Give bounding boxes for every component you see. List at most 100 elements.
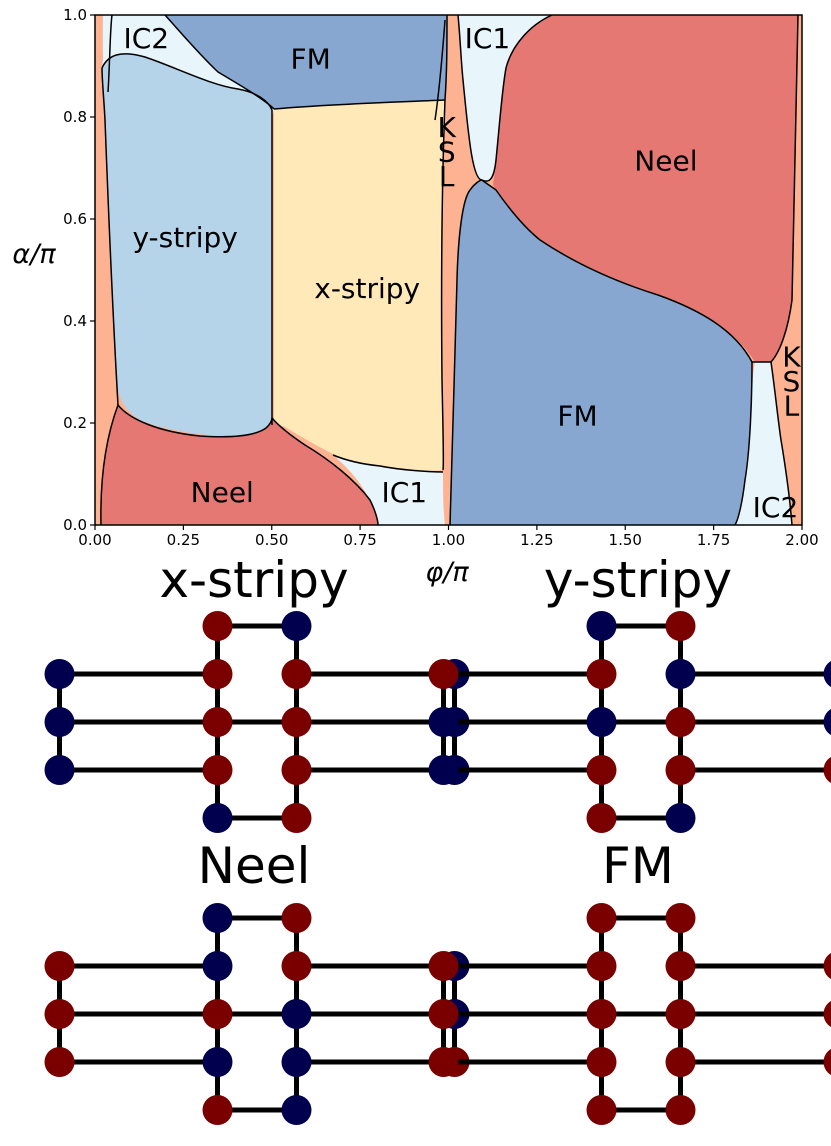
spin-down-site <box>428 707 459 737</box>
spin-down-site <box>281 611 312 641</box>
spin-up-site <box>281 659 312 689</box>
y-axis-ticks: 0.00.20.40.60.81.0 <box>63 6 95 534</box>
lattice-panel-neel: Neel <box>44 837 470 1125</box>
x-axis-label: φ/π <box>425 557 469 588</box>
region-label: IC2 <box>753 491 799 524</box>
spin-up-site <box>44 999 75 1029</box>
region-label: FM <box>557 399 597 432</box>
spin-down-site <box>202 1047 233 1077</box>
region-label: L <box>784 390 800 423</box>
fm-region-top <box>165 15 447 109</box>
spin-up-site <box>281 903 312 933</box>
lattice-title: FM <box>602 837 674 895</box>
x-tick-label: 0.25 <box>167 531 200 549</box>
x-stripy-region <box>274 100 445 471</box>
spin-up-site <box>44 1047 75 1077</box>
x-tick-label: 2.00 <box>785 531 818 549</box>
ic1-region-bottom <box>333 455 445 525</box>
ic2-region-bottom-right <box>735 362 792 525</box>
spin-down-site <box>586 611 617 641</box>
spin-down-site <box>44 755 75 785</box>
spin-down-site <box>586 707 617 737</box>
region-label: K <box>782 341 801 374</box>
y-stripy-region <box>102 53 272 436</box>
spin-up-site <box>665 755 696 785</box>
spin-up-site <box>586 1047 617 1077</box>
region-label: FM <box>291 42 331 75</box>
spin-up-site <box>586 755 617 785</box>
spin-up-site <box>428 999 459 1029</box>
phase-boundaries <box>100 15 799 525</box>
y-tick-label: 0.2 <box>63 414 87 432</box>
spin-up-site <box>586 999 617 1029</box>
spin-down-site <box>202 803 233 833</box>
spin-down-site <box>281 1095 312 1125</box>
region-label: Neel <box>191 476 254 509</box>
y-axis-label: α/π <box>12 239 56 270</box>
region-label: L <box>439 160 455 193</box>
region-label: S <box>438 136 456 169</box>
lattice-panel-fm: FM <box>428 837 831 1125</box>
spin-down-site <box>281 999 312 1029</box>
spin-up-site <box>202 611 233 641</box>
spin-up-site <box>586 903 617 933</box>
lattice-panel-y-stripy: y-stripy <box>428 551 831 833</box>
lattice-title: Neel <box>198 837 311 895</box>
y-tick-label: 1.0 <box>63 6 87 24</box>
spin-up-site <box>428 1047 459 1077</box>
region-label: IC1 <box>465 22 511 55</box>
x-tick-label: 0.50 <box>255 531 288 549</box>
spin-up-site <box>823 953 831 979</box>
spin-down-site <box>665 803 696 833</box>
spin-up-site <box>44 951 75 981</box>
x-tick-label: 1.75 <box>697 531 730 549</box>
spin-down-site <box>823 709 831 735</box>
spin-up-site <box>823 757 831 783</box>
spin-down-site <box>202 903 233 933</box>
region-label: K <box>438 111 457 144</box>
y-tick-label: 0.6 <box>63 210 87 228</box>
x-tick-label: 0.00 <box>78 531 111 549</box>
ic1-region-top <box>458 15 552 182</box>
spin-up-site <box>428 659 459 689</box>
spin-up-site <box>586 1095 617 1125</box>
spin-down-site <box>44 659 75 689</box>
spin-up-site <box>281 707 312 737</box>
y-tick-label: 0.4 <box>63 312 87 330</box>
region-label: S <box>783 365 801 398</box>
spin-up-site <box>281 755 312 785</box>
ic2-region-top-left <box>102 15 274 116</box>
spin-up-site <box>665 1095 696 1125</box>
spin-up-site <box>586 803 617 833</box>
spin-down-site <box>665 659 696 689</box>
region-label: y-stripy <box>132 221 237 254</box>
spin-up-site <box>665 1047 696 1077</box>
spin-up-site <box>202 999 233 1029</box>
spin-up-site <box>202 707 233 737</box>
x-tick-label: 1.25 <box>520 531 553 549</box>
spin-up-site <box>281 803 312 833</box>
spin-up-site <box>665 999 696 1029</box>
region-label: IC1 <box>382 476 428 509</box>
y-tick-label: 0.8 <box>63 108 87 126</box>
neel-region-bottom-left <box>100 405 379 525</box>
spin-down-site <box>823 661 831 687</box>
spin-up-site <box>202 659 233 689</box>
fm-region-bottom <box>450 180 752 525</box>
spin-up-site <box>665 611 696 641</box>
x-tick-label: 1.50 <box>609 531 642 549</box>
spin-down-site <box>428 755 459 785</box>
x-tick-label: 0.75 <box>343 531 376 549</box>
spin-up-site <box>823 1001 831 1027</box>
lattice-title: x-stripy <box>159 551 348 609</box>
spin-up-site <box>586 951 617 981</box>
spin-up-site <box>823 1049 831 1075</box>
spin-down-site <box>202 951 233 981</box>
spin-up-site <box>665 707 696 737</box>
spin-up-site <box>665 903 696 933</box>
lattice-title: y-stripy <box>544 551 732 609</box>
